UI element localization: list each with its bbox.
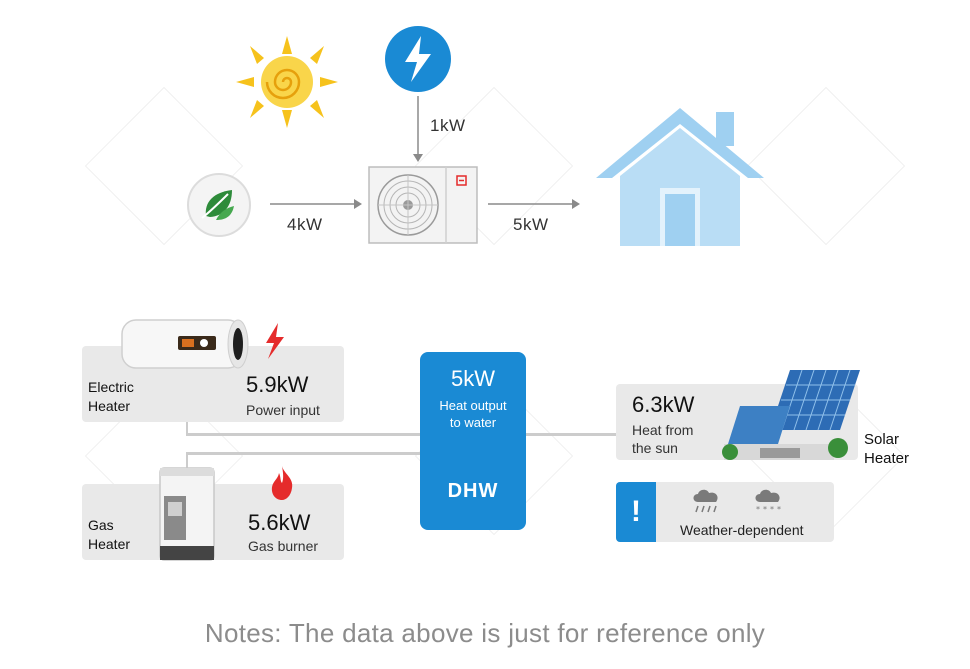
flame-icon (271, 466, 293, 500)
heat-pump-unit (368, 166, 478, 244)
house-icon (596, 108, 764, 246)
electric-heater-caption: Power input (246, 402, 320, 418)
watermark (746, 86, 906, 246)
solar-heater-caption: Heat from the sun (632, 421, 693, 457)
rain-cloud-icon (693, 489, 718, 513)
warning-icon: ! (616, 482, 656, 542)
svg-text:*: * (763, 505, 767, 514)
flow-arrow (270, 199, 362, 209)
svg-text:*: * (756, 505, 760, 514)
connector-line (526, 433, 616, 436)
ambient-heat-label: 4kW (287, 215, 323, 234)
connector-line (186, 420, 188, 434)
solar-heater-value: 6.3kW (632, 392, 695, 417)
electric-heater-name-line2: Heater (88, 398, 131, 414)
connector-line (186, 452, 188, 482)
gas-boiler-image (159, 467, 215, 561)
electricity-icon (385, 26, 451, 92)
dhw-value: 5kW (451, 366, 495, 391)
electric-input-label: 1kW (430, 116, 466, 135)
solar-heater-caption-line1: Heat from (632, 422, 694, 438)
electric-heater-name-line1: Electric (88, 379, 134, 395)
electric-heater-name: Electric Heater (88, 378, 134, 416)
solar-heater-name-line2: Heater (864, 450, 910, 467)
gas-heater-caption: Gas burner (248, 538, 319, 554)
solar-heater-caption-line2: the sun (632, 440, 678, 456)
electric-heater-value: 5.9kW (246, 372, 309, 397)
leaf-icon (187, 173, 251, 237)
gas-heater-value: 5.6kW (248, 510, 311, 535)
flow-arrow (488, 199, 580, 209)
electric-bolt-icon (266, 323, 284, 359)
dhw-box: 5kW Heat output to water DHW (420, 352, 526, 530)
snow-cloud-icon: **** (755, 489, 781, 514)
dhw-caption-line1: Heat output (439, 398, 507, 413)
svg-text:*: * (777, 505, 781, 514)
electric-water-heater-image (121, 319, 249, 369)
footer-note: Notes: The data above is just for refere… (204, 618, 766, 648)
weather-dependent-label: Weather-dependent (680, 522, 804, 538)
connector-line (186, 433, 420, 436)
flow-arrow (413, 96, 423, 162)
dhw-label: DHW (447, 480, 499, 502)
connector-line (186, 452, 420, 455)
gas-heater-name-line2: Heater (88, 536, 131, 552)
dhw-caption-line2: to water (449, 415, 497, 430)
gas-heater-name: Gas Heater (88, 516, 130, 554)
svg-text:*: * (770, 505, 774, 514)
solar-heater-name: Solar Heater (864, 430, 909, 468)
solar-heater-name-line1: Solar (864, 431, 900, 448)
solar-panels-image (722, 370, 860, 460)
heat-output-label: 5kW (513, 215, 549, 234)
sun-icon (236, 36, 338, 128)
gas-heater-name-line1: Gas (88, 517, 114, 533)
